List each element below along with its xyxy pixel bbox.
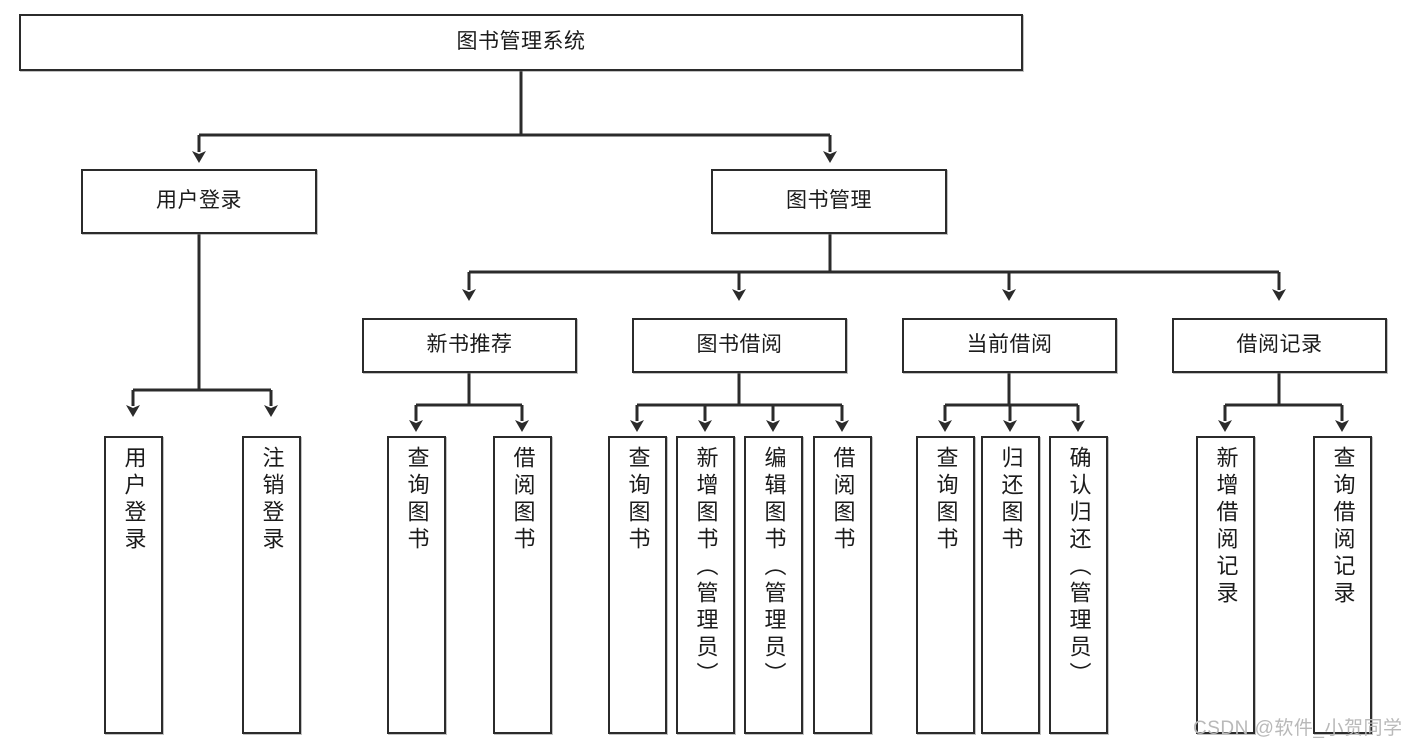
leaf-new-book-query-label: 查询图书 <box>404 446 430 554</box>
leaf-book-borrow-query-label: 查询图书 <box>625 446 651 554</box>
node-book-management-label: 图书管理 <box>786 189 872 213</box>
leaf-new-book-query[interactable]: 查询图书 <box>387 436 446 734</box>
node-new-book-recommend[interactable]: 新书推荐 <box>362 318 577 373</box>
leaf-user-login-signin-label: 用户登录 <box>121 446 147 554</box>
leaf-current-borrow-query-label: 查询图书 <box>933 446 959 554</box>
node-current-borrow[interactable]: 当前借阅 <box>902 318 1117 373</box>
leaf-book-borrow-edit[interactable]: 编辑图书（管理员） <box>744 436 803 734</box>
node-book-borrow[interactable]: 图书借阅 <box>632 318 847 373</box>
node-root-label: 图书管理系统 <box>456 30 586 54</box>
node-user-login[interactable]: 用户登录 <box>81 169 317 234</box>
leaf-current-borrow-query[interactable]: 查询图书 <box>916 436 975 734</box>
node-current-borrow-label: 当前借阅 <box>966 333 1053 357</box>
leaf-new-book-borrow-label: 借阅图书 <box>510 446 536 554</box>
leaf-current-borrow-return-label: 归还图书 <box>998 446 1024 554</box>
node-new-book-recommend-label: 新书推荐 <box>426 333 513 357</box>
leaf-new-book-borrow[interactable]: 借阅图书 <box>493 436 552 734</box>
leaf-borrow-record-add-label: 新增借阅记录 <box>1213 446 1239 608</box>
leaf-current-borrow-confirm-label: 确认归还（管理员） <box>1066 446 1092 689</box>
node-root[interactable]: 图书管理系统 <box>19 14 1023 71</box>
leaf-book-borrow-lend-label: 借阅图书 <box>830 446 856 554</box>
node-borrow-record-label: 借阅记录 <box>1236 333 1323 357</box>
leaf-user-login-signout-label: 注销登录 <box>259 446 285 554</box>
leaf-borrow-record-add[interactable]: 新增借阅记录 <box>1196 436 1255 734</box>
leaf-book-borrow-add-label: 新增图书（管理员） <box>693 446 719 689</box>
leaf-borrow-record-query-label: 查询借阅记录 <box>1330 446 1356 608</box>
leaf-user-login-signout[interactable]: 注销登录 <box>242 436 301 734</box>
leaf-borrow-record-query[interactable]: 查询借阅记录 <box>1313 436 1372 734</box>
leaf-current-borrow-return[interactable]: 归还图书 <box>981 436 1040 734</box>
leaf-user-login-signin[interactable]: 用户登录 <box>104 436 163 734</box>
node-book-borrow-label: 图书借阅 <box>696 333 783 357</box>
leaf-book-borrow-edit-label: 编辑图书（管理员） <box>761 446 787 689</box>
leaf-book-borrow-add[interactable]: 新增图书（管理员） <box>676 436 735 734</box>
leaf-book-borrow-lend[interactable]: 借阅图书 <box>813 436 872 734</box>
leaf-book-borrow-query[interactable]: 查询图书 <box>608 436 667 734</box>
node-borrow-record[interactable]: 借阅记录 <box>1172 318 1387 373</box>
leaf-current-borrow-confirm[interactable]: 确认归还（管理员） <box>1049 436 1108 734</box>
node-user-login-label: 用户登录 <box>156 189 242 213</box>
node-book-management[interactable]: 图书管理 <box>711 169 947 234</box>
